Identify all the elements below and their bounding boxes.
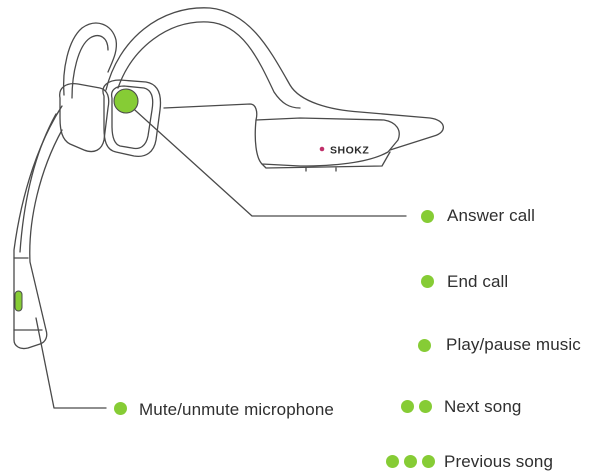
answer-call-dot-1 — [421, 210, 434, 223]
boom-arm — [13, 105, 63, 350]
previous-song-dot-2 — [404, 455, 417, 468]
boom-arm-inner — [19, 113, 57, 253]
next-song-dot-2 — [419, 400, 432, 413]
mute-mic-label: Mute/unmute microphone — [139, 400, 334, 419]
leader-mute-mic — [35, 317, 107, 409]
brand-logo: SHOKZ — [330, 145, 369, 157]
control-pod-base — [261, 151, 391, 169]
previous-song-dot-1 — [386, 455, 399, 468]
headband — [105, 7, 444, 151]
control-pod — [254, 117, 400, 167]
next-song-label: Next song — [444, 397, 522, 416]
play-pause-label: Play/pause music — [446, 335, 581, 354]
rear-ear-hook-inner — [71, 35, 109, 99]
front-pad-rim — [110, 85, 154, 150]
headband-inner — [117, 21, 301, 109]
brand-logo-dot — [319, 146, 325, 152]
rear-pad — [59, 82, 110, 153]
end-call-dot-1 — [421, 275, 434, 288]
previous-song-dot-3 — [422, 455, 435, 468]
answer-call-label: Answer call — [447, 206, 536, 225]
rear-ear-hook — [62, 22, 118, 96]
leader-answer-call — [125, 101, 407, 217]
front-pad — [102, 79, 162, 158]
headband-lower — [163, 103, 258, 121]
mic-mute-button — [14, 290, 23, 312]
next-song-dot-1 — [401, 400, 414, 413]
mute-mic-dot-1 — [114, 402, 127, 415]
end-call-label: End call — [447, 272, 509, 291]
previous-song-label: Previous song — [444, 452, 554, 471]
multifunction-button — [113, 88, 139, 114]
play-pause-dot-1 — [418, 339, 431, 352]
